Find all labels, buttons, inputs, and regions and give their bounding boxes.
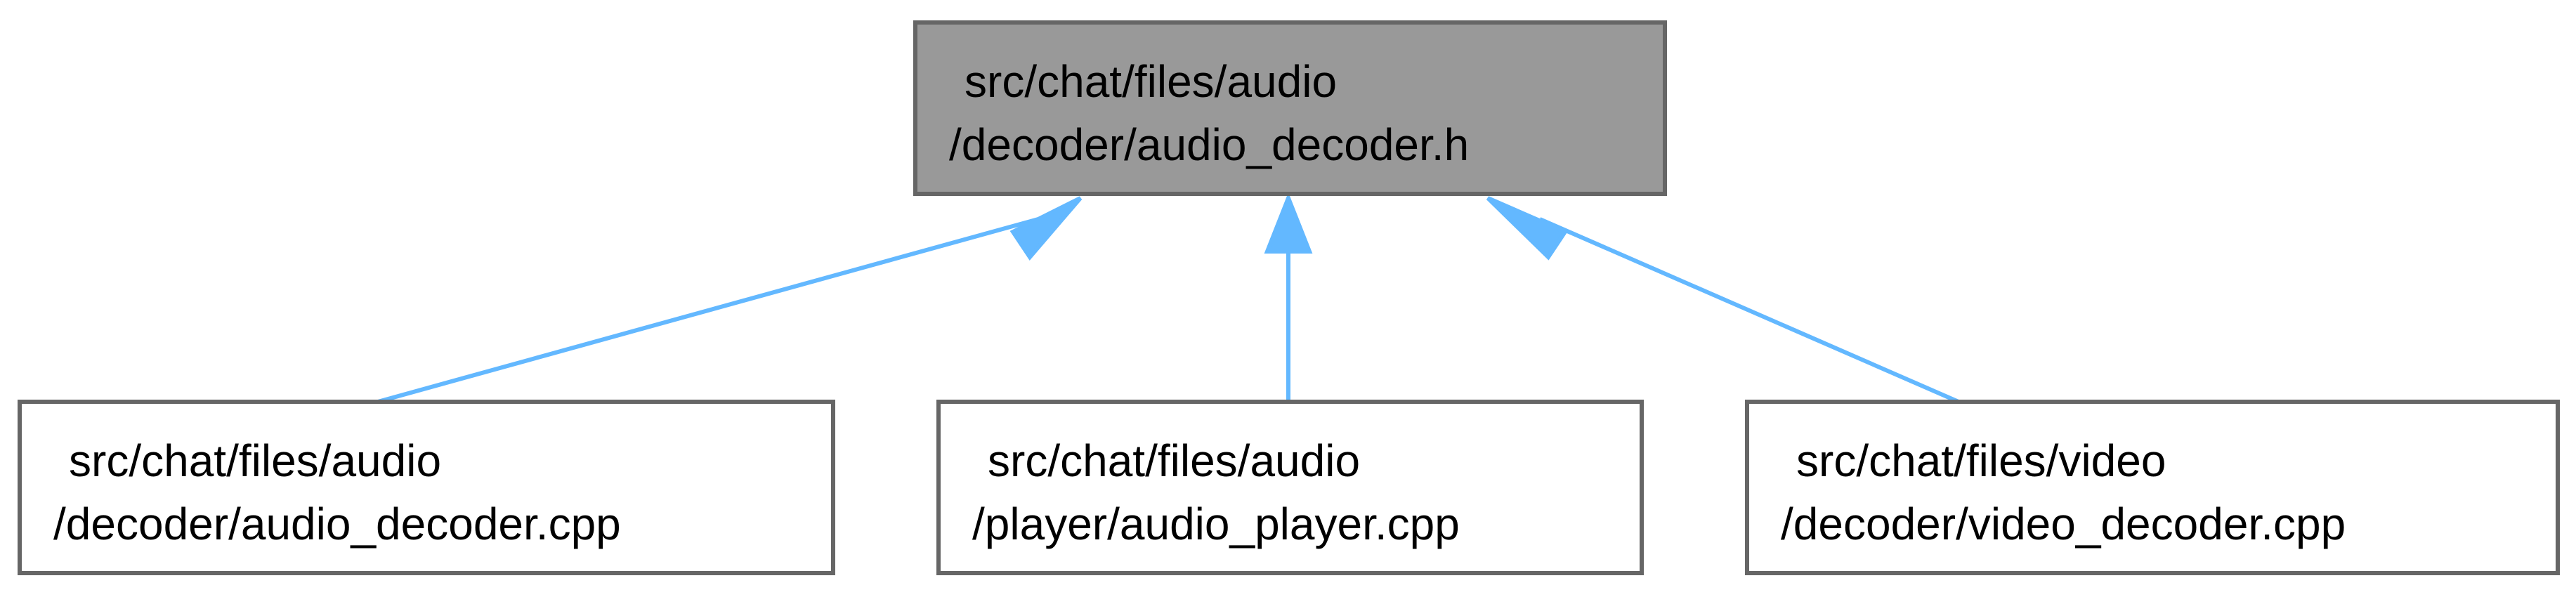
- node-child-3-line2: /decoder/video_decoder.cpp: [1781, 499, 2346, 549]
- edge-to-child-1: [377, 196, 1083, 404]
- node-root[interactable]: src/chat/files/audio /decoder/audio_deco…: [913, 20, 1667, 196]
- node-child-1-box: [18, 400, 835, 575]
- node-child-3[interactable]: src/chat/files/video /decoder/video_deco…: [1745, 400, 2560, 575]
- edge-to-child-2: [1264, 192, 1313, 402]
- edge-line: [377, 217, 1039, 404]
- node-child-2-box: [936, 400, 1644, 575]
- node-root-line1: src/chat/files/audio: [965, 56, 1337, 107]
- node-child-1-line1: src/chat/files/audio: [69, 435, 441, 486]
- edge-to-child-3: [1486, 196, 1960, 404]
- node-child-2-line1: src/chat/files/audio: [988, 435, 1360, 486]
- arrowhead-icon: [1009, 196, 1083, 261]
- node-child-2[interactable]: src/chat/files/audio /player/audio_playe…: [936, 400, 1644, 575]
- edge-line: [1538, 217, 1960, 404]
- node-child-2-line2: /player/audio_player.cpp: [972, 499, 1460, 549]
- node-root-box: [913, 20, 1667, 196]
- node-child-3-line1: src/chat/files/video: [1796, 435, 2166, 486]
- node-child-1[interactable]: src/chat/files/audio /decoder/audio_deco…: [18, 400, 835, 575]
- arrowhead-icon: [1486, 196, 1569, 261]
- arrowhead-icon: [1264, 192, 1313, 254]
- node-root-line2: /decoder/audio_decoder.h: [949, 119, 1469, 170]
- node-child-1-line2: /decoder/audio_decoder.cpp: [53, 499, 621, 549]
- node-child-3-box: [1745, 400, 2560, 575]
